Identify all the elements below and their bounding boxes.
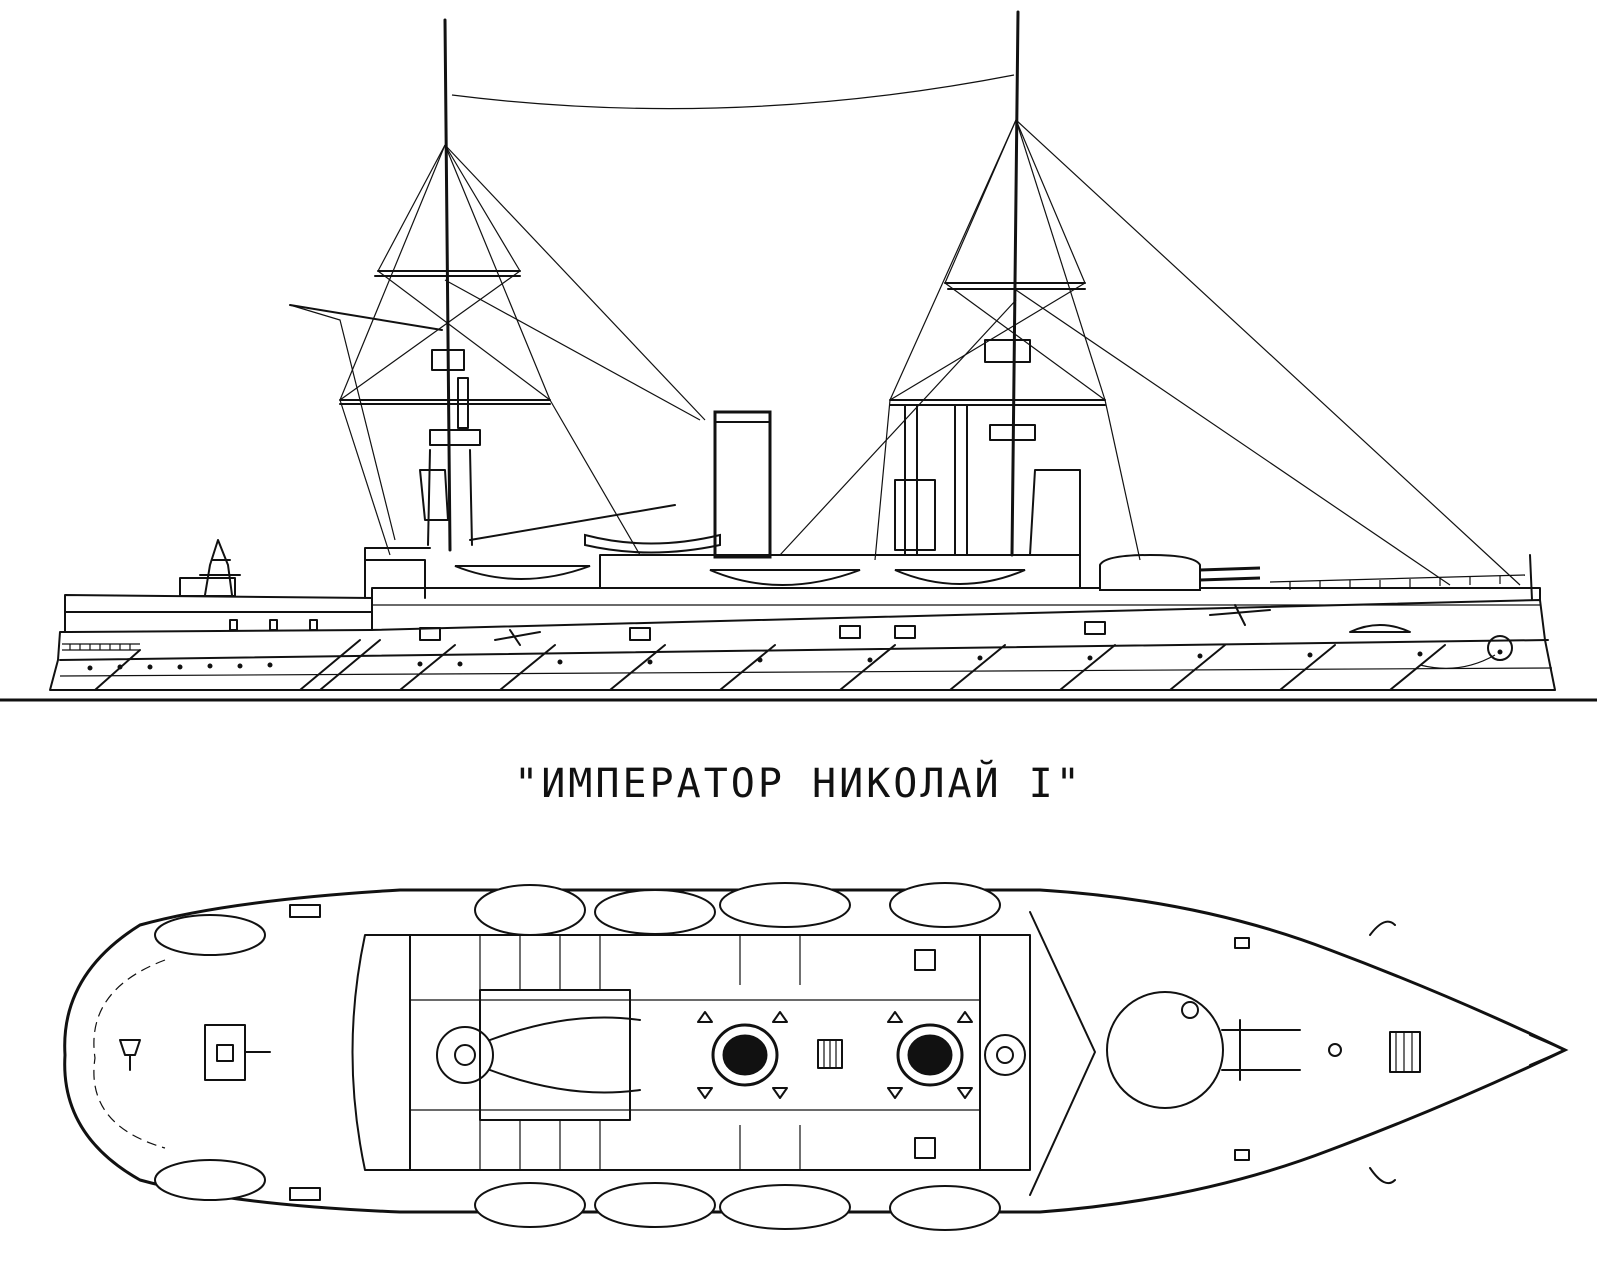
stern-railing (62, 643, 140, 651)
plan-boats-lower (154, 1159, 1001, 1231)
central-deck (351, 934, 1031, 1171)
anchor-hawse (1487, 635, 1513, 661)
aft-turret-frame (479, 989, 631, 1121)
fore-turret-plan (1106, 991, 1224, 1109)
stern-arc (93, 959, 166, 1149)
funnel-plan-aft (711, 1023, 779, 1087)
stern-gun (119, 1039, 141, 1071)
boat-boom (469, 504, 676, 541)
mainmast (339, 18, 551, 552)
funnel (713, 410, 772, 559)
portholes (87, 649, 1503, 671)
boat-mid-upper (584, 533, 721, 554)
foremast-base (984, 1034, 1026, 1076)
forecastle-break (1029, 911, 1096, 1196)
boat-mid (709, 569, 861, 586)
aft-turret (436, 1026, 494, 1084)
stern-deckhouse (204, 1024, 246, 1081)
hull-stripes (94, 639, 1446, 691)
bow-point (1529, 1034, 1566, 1066)
antenna-wire (451, 74, 1015, 110)
plan-boats-upper (154, 882, 1001, 956)
stern-crane (199, 539, 241, 596)
boat-aft (454, 565, 591, 580)
fore-turret (1099, 553, 1201, 591)
ventilators (697, 1011, 973, 1099)
hull (49, 599, 1556, 691)
foremast-rigging (779, 119, 1521, 586)
aft-gaff (289, 304, 443, 331)
mainmast-rigging (339, 144, 706, 556)
foremast (889, 10, 1106, 557)
funnel-plan-fore (896, 1023, 964, 1087)
superstructure (364, 547, 431, 599)
boat-fore (894, 569, 1026, 585)
stern-ports (229, 619, 1106, 641)
grille-fore (1389, 1031, 1421, 1073)
side-elevation (0, 10, 1597, 702)
plan-sponsons (289, 904, 1396, 1201)
bow-post (1529, 554, 1533, 601)
ship-name-title: "ИМПЕРАТОР НИКОЛАЙ I" (514, 761, 1083, 807)
